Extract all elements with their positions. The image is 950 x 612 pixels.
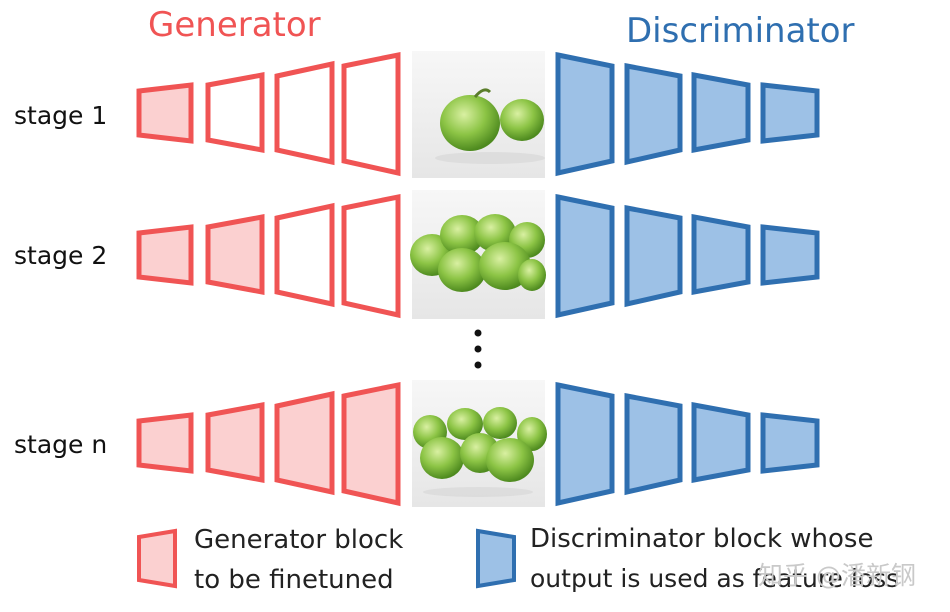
stage-1-discriminator-blocks [555, 51, 820, 177]
stage-2-row [136, 190, 820, 319]
legend-generator-line2: to be finetuned [194, 565, 394, 595]
discriminator-block [555, 193, 615, 319]
watermark: 知乎 @潘新钢 [758, 561, 916, 590]
generator-block [341, 51, 401, 177]
stage-n-discriminator-blocks [555, 381, 820, 507]
generator-block [205, 401, 265, 484]
stage-1-image-two-green-apples [412, 51, 545, 178]
discriminator-block [691, 401, 751, 484]
stage-2-discriminator-blocks [555, 193, 820, 319]
discriminator-title: Discriminator [626, 11, 855, 51]
discriminator-block [624, 62, 683, 166]
generator-block [274, 390, 335, 496]
legend-discriminator-line2: output is used as feature loss [530, 564, 900, 593]
legend-discriminator-swatch [476, 528, 516, 589]
discriminator-block [691, 213, 751, 296]
generator-title: Generator [148, 5, 321, 45]
discriminator-block [760, 412, 820, 474]
generator-block [205, 213, 265, 296]
stage-1-generator-blocks [136, 51, 401, 177]
legend-discriminator-line1: Discriminator block whose [530, 524, 874, 554]
stage-1-row [136, 51, 820, 178]
discriminator-block [760, 224, 820, 286]
stage-2-generator-blocks [136, 193, 401, 319]
discriminator-block [624, 392, 683, 496]
generator-block [341, 193, 401, 319]
generator-block [136, 224, 194, 286]
generator-block [136, 82, 194, 144]
generator-block [136, 412, 194, 474]
stage-label-2: stage 2 [14, 241, 108, 270]
stage-label-n: stage n [14, 430, 108, 459]
stage-label-1: stage 1 [14, 101, 108, 130]
discriminator-block [624, 204, 683, 308]
legend-generator-swatch [137, 528, 177, 589]
generator-block [274, 202, 335, 308]
generator-block [341, 381, 401, 507]
stage-n-generator-blocks [136, 381, 401, 507]
stage-n-row [136, 380, 820, 507]
stage-n-image-green-apples-group [412, 380, 547, 507]
generator-block [205, 71, 265, 154]
legend-generator-line1: Generator block [194, 525, 404, 555]
generator-block [274, 60, 335, 166]
stage-2-image-pile-of-apples [410, 190, 546, 319]
discriminator-block [555, 381, 615, 507]
discriminator-block [760, 82, 820, 144]
discriminator-block [691, 71, 751, 154]
ellipsis-dots [474, 329, 482, 369]
discriminator-block [555, 51, 615, 177]
